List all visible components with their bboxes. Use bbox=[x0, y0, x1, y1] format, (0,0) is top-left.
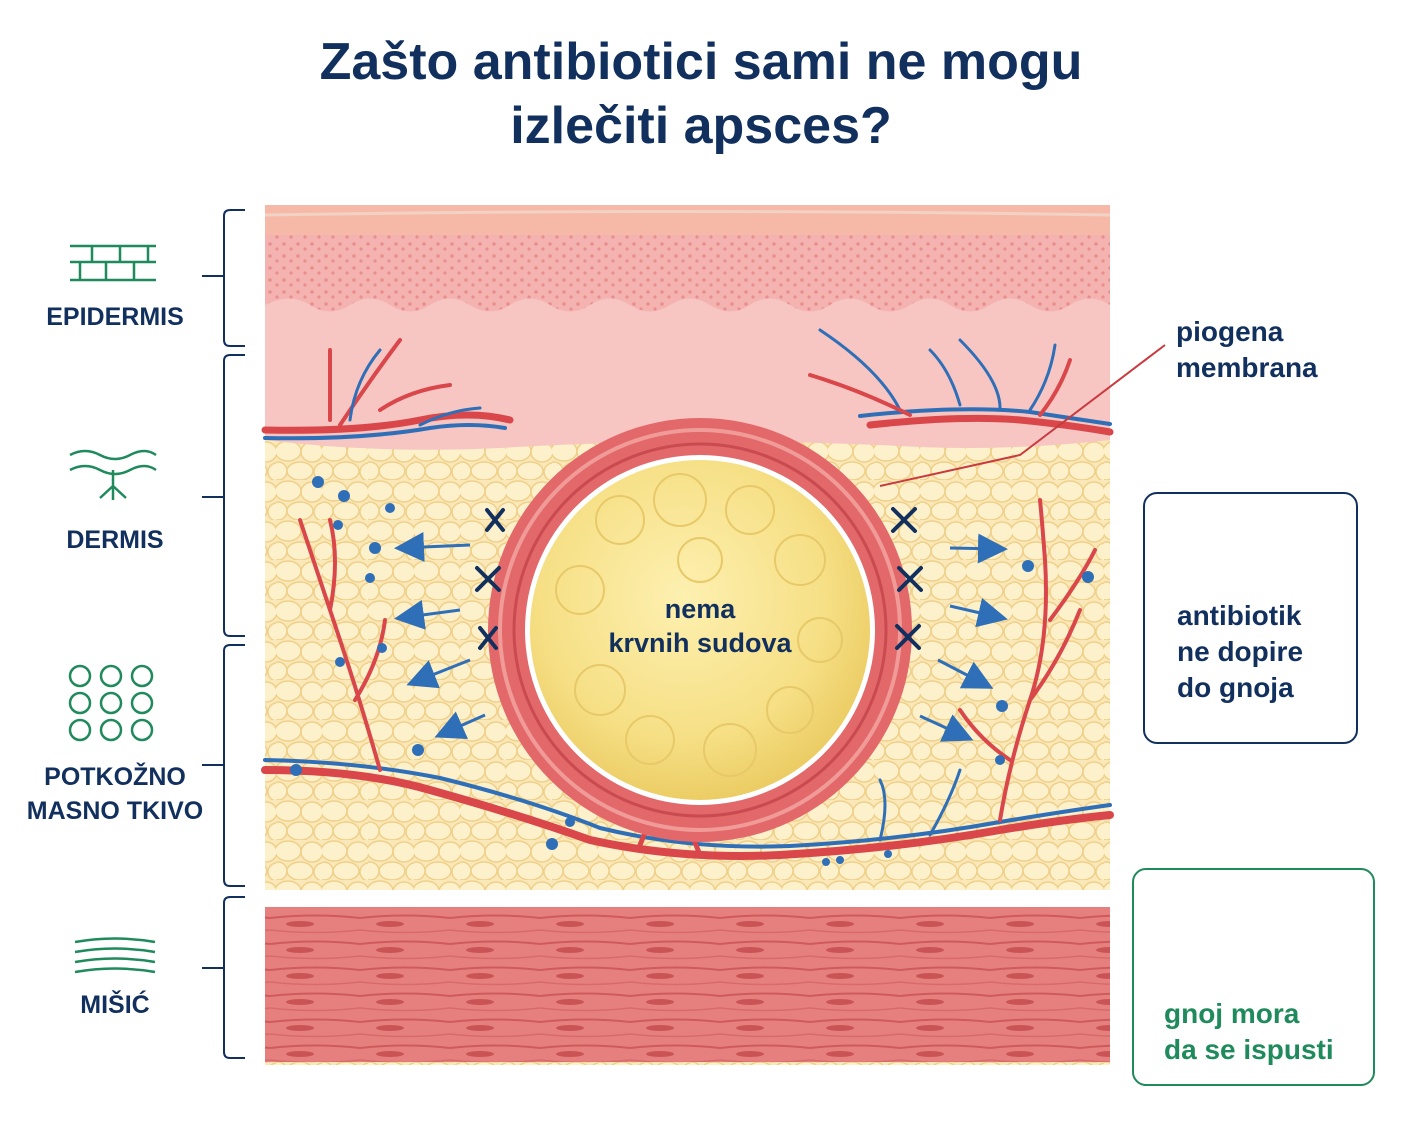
bracket-epidermis bbox=[202, 209, 245, 347]
stratum-corneum bbox=[265, 205, 1110, 235]
drain-info-box: gnoj mora da se ispusti bbox=[1132, 868, 1375, 1086]
bracket-subcutaneous bbox=[202, 644, 245, 887]
label-epidermis: EPIDERMIS bbox=[46, 303, 184, 331]
fascia bbox=[265, 890, 1110, 912]
vein-top-right bbox=[858, 407, 1112, 426]
artery-top-left bbox=[261, 411, 514, 434]
blocked-marks bbox=[475, 507, 923, 650]
title-line-1: Zašto antibiotici sami ne mogu bbox=[319, 33, 1083, 91]
label-subcutaneous: POTKOŽNO MASNO TKIVO bbox=[26, 763, 204, 825]
muscle-layer bbox=[265, 907, 1110, 1062]
bracket-muscle bbox=[202, 896, 245, 1059]
membrane-pointer-line bbox=[879, 344, 1166, 487]
title-line-2: izlečiti apsces? bbox=[510, 97, 892, 155]
wave-root-icon bbox=[69, 449, 157, 500]
muscle-fiber-icon bbox=[74, 937, 156, 974]
membrane-label: piogena membrana bbox=[1176, 316, 1318, 383]
brick-icon bbox=[70, 244, 156, 282]
layer-brackets bbox=[202, 209, 245, 1059]
abscess-center-label: nema krvnih sudova bbox=[608, 594, 792, 658]
abscess bbox=[488, 418, 912, 842]
vein-top-left bbox=[263, 423, 507, 441]
skin-layers bbox=[264, 205, 1111, 1065]
antibiotic-info-box: antibiotik ne dopire do gnoja bbox=[1143, 492, 1358, 744]
artery-deep bbox=[261, 766, 1114, 860]
antibiotic-molecules bbox=[290, 476, 1094, 866]
pus-core bbox=[530, 460, 870, 800]
artery-top-right bbox=[866, 414, 1114, 436]
diffusion-arrows bbox=[394, 531, 1008, 742]
page-title: Zašto antibiotici sami ne mogu izlečiti … bbox=[0, 30, 1402, 158]
fat-cells-icon bbox=[68, 664, 154, 742]
label-dermis: DERMIS bbox=[66, 526, 164, 554]
bracket-dermis bbox=[202, 354, 245, 637]
label-muscle: MIŠIĆ bbox=[80, 991, 150, 1019]
